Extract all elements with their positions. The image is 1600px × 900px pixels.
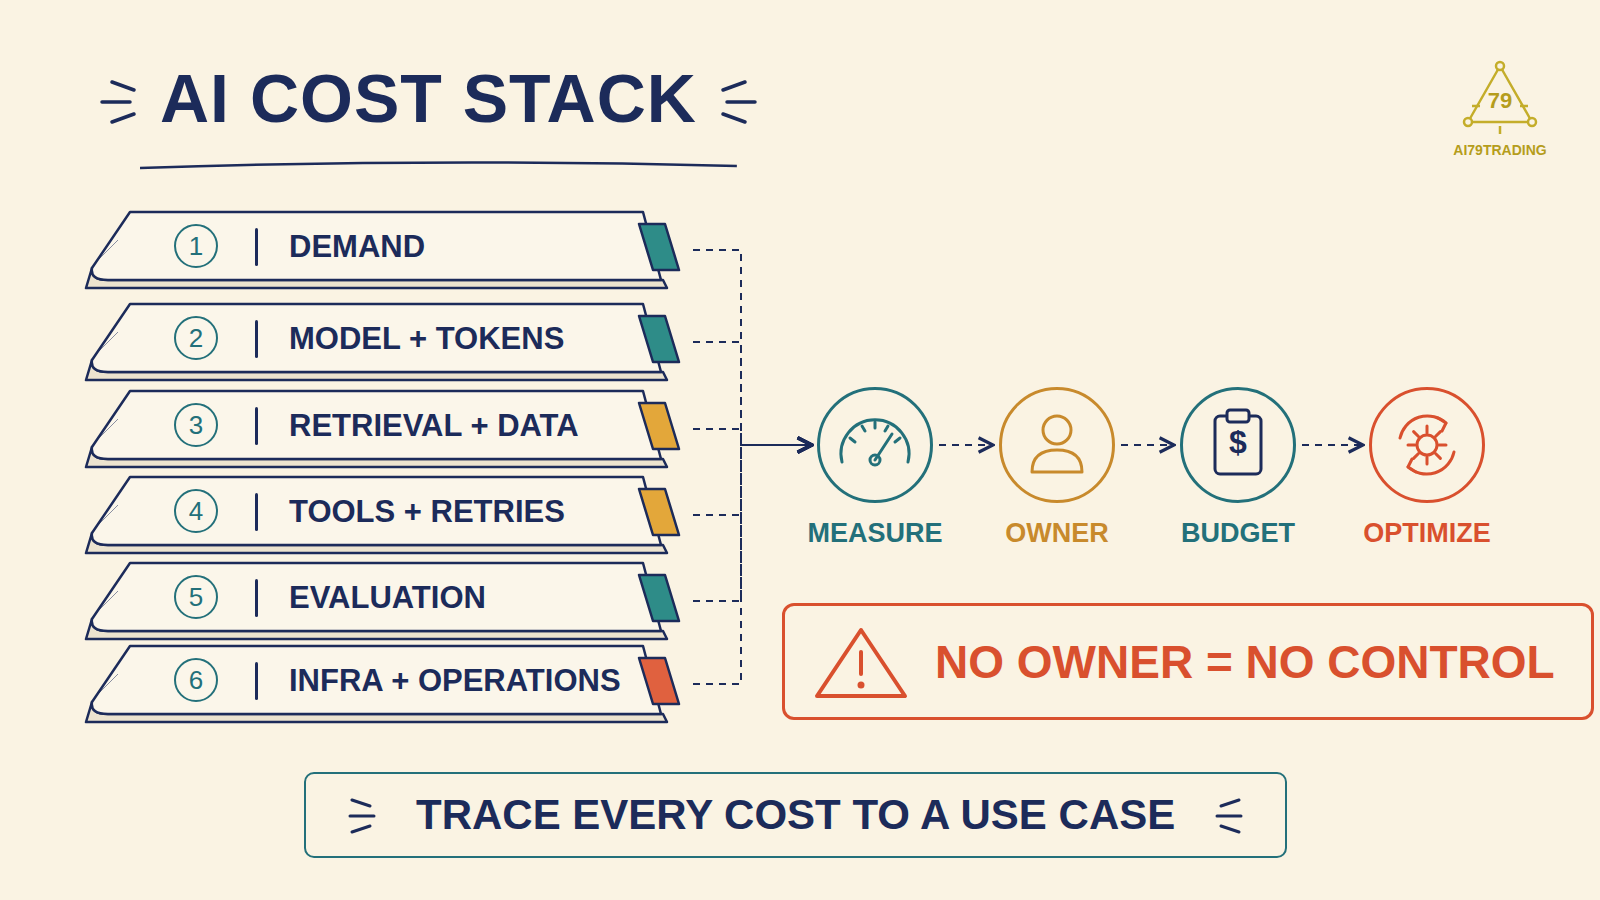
callout-number: 4 (174, 489, 218, 533)
step-circle: BUDGET$ (1180, 387, 1296, 503)
logo: 79AI79TRADING (1450, 60, 1550, 170)
divider-bar (255, 662, 258, 700)
layer-label: RETRIEVAL + DATA (289, 407, 579, 445)
divider-bar (255, 320, 258, 358)
callout-number: 1 (174, 224, 218, 268)
layer-label: INFRA + OPERATIONS (289, 662, 621, 700)
divider-bar (255, 228, 258, 266)
title-block: AI COST STACK (90, 48, 767, 158)
layer-label: MODEL + TOKENS (289, 320, 564, 358)
number-text: 3 (189, 412, 203, 438)
divider-bar (255, 579, 258, 617)
stack-layer: EVALUATION 5 (82, 559, 701, 643)
step-label: MEASURE (807, 518, 942, 549)
title-dashes (707, 74, 767, 130)
step-icon (820, 390, 930, 500)
watermark: AI79TRADING (1430, 142, 1570, 158)
layer-label: DEMAND (289, 228, 425, 266)
stack-layer: DEMAND 1 (82, 208, 701, 292)
step-icon (1372, 390, 1482, 500)
stack-layer: RETRIEVAL + DATA 3 (82, 387, 701, 471)
stack-layer: INFRA + OPERATIONS 6 (82, 642, 701, 726)
step-label: OWNER (1005, 518, 1109, 549)
step-circle: OPTIMIZE (1369, 387, 1485, 503)
dashed-connector (1121, 444, 1174, 446)
callout-number: 6 (174, 658, 218, 702)
currency-sign: $ (1183, 424, 1293, 461)
takeaway-text: TRACE EVERY COST TO A USE CASE (416, 791, 1175, 839)
dashed-connector (1302, 444, 1363, 446)
callout-number: 2 (174, 316, 218, 360)
step-circle: OWNER (999, 387, 1115, 503)
dashed-connector (693, 445, 812, 515)
title: AI COST STACK (160, 48, 697, 148)
callout-number: 5 (174, 575, 218, 619)
layer-label: TOOLS + RETRIES (289, 493, 565, 531)
dashed-connector (693, 250, 812, 445)
number-text: 5 (189, 584, 203, 610)
warning-icon (811, 624, 911, 702)
dashed-connector (693, 445, 812, 601)
number-text: 2 (189, 325, 203, 351)
step-circle: MEASURE (817, 387, 933, 503)
divider-bar (255, 407, 258, 445)
stack-layer: MODEL + TOKENS 2 (82, 300, 701, 384)
title-dashes (90, 74, 150, 130)
step-label: BUDGET (1181, 518, 1295, 549)
stack-layer: TOOLS + RETRIES 4 (82, 473, 701, 557)
step-icon (1002, 390, 1112, 500)
warning-text: NO OWNER = NO CONTROL (935, 635, 1555, 689)
box-dashes (340, 794, 400, 838)
takeaway-box: TRACE EVERY COST TO A USE CASE (304, 772, 1287, 858)
logo-number: 79 (1450, 88, 1550, 114)
dashed-connector (939, 444, 993, 446)
layer-label: EVALUATION (289, 579, 486, 617)
title-underline (140, 156, 737, 172)
dashed-connector (693, 342, 812, 445)
box-dashes (1191, 794, 1251, 838)
callout-number: 3 (174, 403, 218, 447)
warning-box: NO OWNER = NO CONTROL (782, 603, 1594, 720)
dashed-connector (693, 445, 812, 684)
number-text: 6 (189, 667, 203, 693)
step-label: OPTIMIZE (1363, 518, 1491, 549)
dashed-connector (693, 429, 812, 445)
number-text: 4 (189, 498, 203, 524)
divider-bar (255, 493, 258, 531)
number-text: 1 (189, 233, 203, 259)
